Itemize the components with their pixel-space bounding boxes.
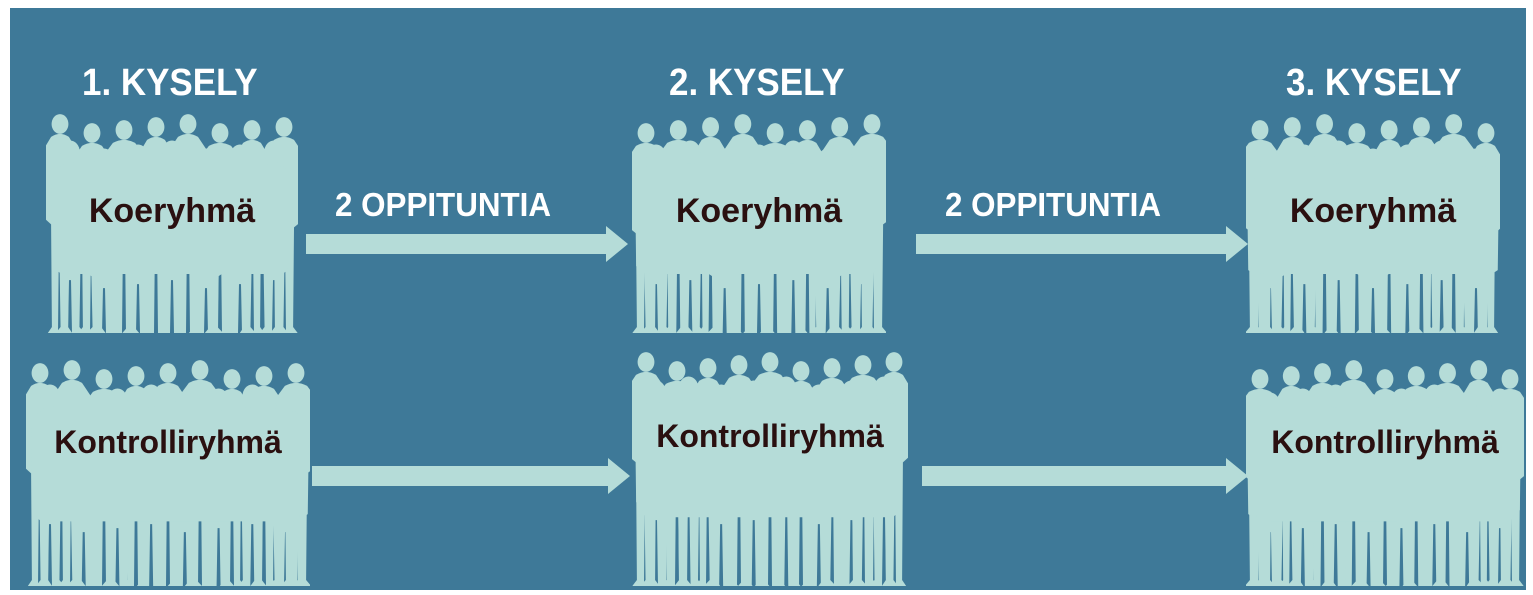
crowd-silhouette <box>632 114 886 333</box>
crowd-silhouette <box>46 114 298 333</box>
control-group-label: Kontrolliryhmä <box>54 424 282 460</box>
experimental-group-label: Koeryhmä <box>88 192 256 230</box>
control-group-label: Kontrolliryhmä <box>1271 424 1499 460</box>
arrow-experimental-2-to-3 <box>916 226 1248 262</box>
crowd-silhouette <box>26 360 310 586</box>
study-design-diagram: 1. KYSELY 2. KYSELY 3. KYSELY 2 OPPITUNT… <box>10 8 1526 590</box>
experimental-group-survey-3: Koeryhmä <box>1246 108 1500 333</box>
experimental-group-survey-1: Koeryhmä <box>46 108 298 333</box>
experimental-group-label: Koeryhmä <box>1289 192 1457 230</box>
arrow-control-1-to-2 <box>312 458 630 494</box>
crowd-silhouette <box>632 352 908 586</box>
control-group-survey-3: Kontrolliryhmä <box>1246 356 1524 586</box>
experimental-group-survey-2: Koeryhmä <box>632 108 886 333</box>
survey-2-title: 2. KYSELY <box>669 62 845 104</box>
transition-1-label: 2 OPPITUNTIA <box>335 186 551 223</box>
experimental-group-label: Koeryhmä <box>675 192 843 230</box>
crowd-silhouette <box>1246 114 1500 333</box>
transition-2-label: 2 OPPITUNTIA <box>945 186 1161 223</box>
control-group-survey-1: Kontrolliryhmä <box>26 356 310 586</box>
arrow-control-2-to-3 <box>922 458 1248 494</box>
crowd-silhouette <box>1246 360 1524 586</box>
arrow-experimental-1-to-2 <box>306 226 628 262</box>
survey-3-title: 3. KYSELY <box>1286 62 1462 104</box>
control-group-label: Kontrolliryhmä <box>656 418 884 454</box>
control-group-survey-2: Kontrolliryhmä <box>632 348 908 586</box>
survey-1-title: 1. KYSELY <box>82 62 258 104</box>
